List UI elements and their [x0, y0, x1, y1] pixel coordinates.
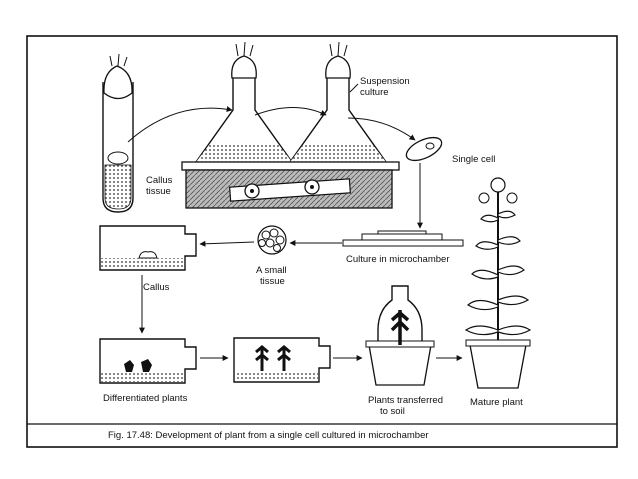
flask-2 — [288, 41, 388, 163]
label-callus: Callus — [143, 282, 170, 293]
label-differentiated-plants: Differentiated plants — [103, 393, 188, 404]
figure-caption: Fig. 17.48: Development of plant from a … — [108, 430, 429, 441]
test-tube — [102, 53, 134, 213]
bell-jar-pot — [365, 285, 435, 386]
label-culture-in-microchamber: Culture in microchamber — [346, 254, 449, 265]
label-mature-plant: Mature plant — [470, 397, 523, 408]
differentiated-bottle — [99, 338, 197, 384]
shaker — [181, 161, 400, 209]
plantlets-bottle — [233, 337, 331, 383]
small-tissue — [257, 225, 287, 255]
mature-plant — [464, 177, 532, 389]
microchamber — [342, 230, 464, 247]
callus-bottle — [99, 225, 197, 271]
process-arrows — [127, 106, 463, 361]
label-single-cell: Single cell — [452, 154, 495, 165]
single-cell — [405, 136, 443, 162]
